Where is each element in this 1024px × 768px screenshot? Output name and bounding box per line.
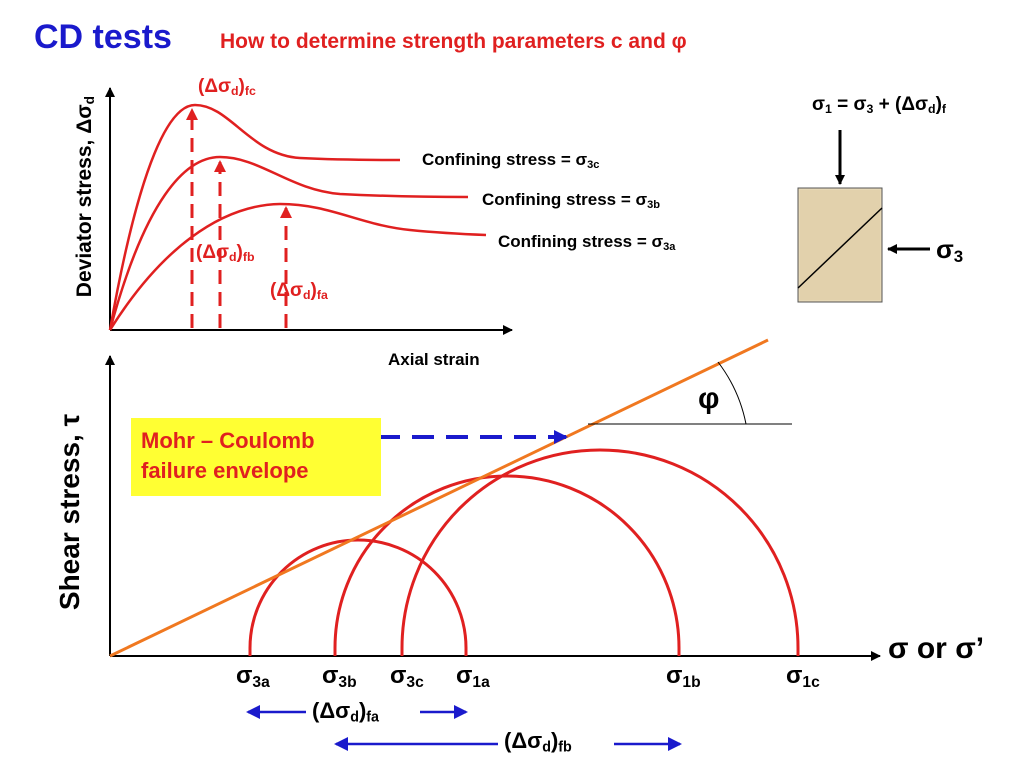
specimen-texture: [800, 190, 880, 300]
range-label-fa-sub: fa: [366, 709, 379, 726]
peak-label-fa: (Δσd)fa: [270, 280, 328, 302]
confining-stress-symbol: σ: [936, 234, 954, 264]
peak-label-fb-mid: d: [228, 250, 237, 265]
peak-label-fb-sub: fb: [242, 250, 255, 265]
range-label-fb-mid: d: [542, 739, 551, 756]
peak-label-fa-text: (Δσ: [270, 280, 303, 301]
failure-envelope-line: [109, 338, 769, 658]
mohr-circle-a: [248, 538, 468, 656]
eq-part-4: + (Δσ: [873, 94, 929, 115]
tick-sigma-1c-sub: 1c: [802, 673, 820, 691]
peak-label-fc-mid: d: [230, 84, 239, 99]
peak-label-fb: (Δσd)fb: [196, 242, 255, 264]
tick-sigma-3b-sub: 3b: [338, 673, 357, 691]
eq-part-6: ): [935, 94, 942, 115]
peak-label-fa-mid: d: [302, 288, 311, 303]
range-label-fb-close: ): [550, 728, 559, 753]
peak-label-fb-text: (Δσ: [196, 242, 229, 263]
peak-label-fc-text: (Δσ: [198, 76, 231, 97]
tick-sigma-3b: σ3b: [322, 662, 357, 692]
peak-label-fc-sub: fc: [244, 84, 256, 99]
eq-part-1: 1: [825, 102, 832, 117]
range-label-fb-sub: fb: [558, 739, 572, 756]
soil-specimen: [797, 187, 883, 303]
top-y-axis-label-sub: d: [82, 95, 98, 105]
curve-sigma-3b: [108, 155, 469, 331]
peak-label-fc-close: ): [238, 76, 245, 97]
tick-sigma-1c: σ1c: [786, 662, 820, 692]
failure-plane: [797, 207, 883, 289]
tick-sigma-3a: σ3a: [236, 662, 270, 692]
top-y-axis-label: Deviator stress, Δσd: [72, 96, 97, 298]
peak-label-fc: (Δσd)fc: [198, 76, 256, 98]
slide-title: CD tests: [34, 18, 172, 56]
tick-sigma-3a-sub: 3a: [252, 673, 270, 691]
curve-label-3c-sub: 3c: [587, 158, 600, 171]
curve-label-3a-sub: 3a: [663, 240, 676, 253]
tick-sigma-1b-sub: 1b: [682, 673, 701, 691]
eq-part-5: d: [928, 102, 936, 117]
range-label-fa: (Δσd)fa: [312, 698, 379, 726]
range-label-fa-text: (Δσ: [312, 698, 351, 723]
tick-sigma-1a-sym: σ: [456, 662, 473, 689]
curve-sigma-3a: [108, 202, 487, 331]
top-x-axis-label: Axial strain: [388, 350, 480, 369]
tick-sigma-1a: σ1a: [456, 662, 490, 692]
mohr-y-axis-label: Shear stress, τ: [54, 413, 85, 611]
eq-part-3: 3: [866, 102, 874, 117]
peak-label-fb-close: ): [236, 242, 243, 263]
tick-sigma-1b-sym: σ: [666, 662, 683, 689]
top-y-axis-label-text: Deviator stress, Δσ: [72, 104, 96, 298]
eq-part-2: = σ: [831, 94, 867, 115]
tick-sigma-3a-sym: σ: [236, 662, 253, 689]
tick-sigma-1b: σ1b: [666, 662, 701, 692]
range-label-fa-close: ): [358, 698, 367, 723]
mohr-x-axis-label: σ or σ’: [888, 632, 985, 665]
curve-label-3a-text: Confining stress = σ: [498, 232, 664, 251]
tick-sigma-1a-sub: 1a: [472, 673, 490, 691]
eq-part-0: σ: [812, 94, 825, 115]
curve-label-3a: Confining stress = σ3a: [498, 232, 675, 253]
confining-stress-label: σ3: [936, 234, 963, 267]
eq-part-7: f: [941, 102, 947, 117]
curve-label-3c-text: Confining stress = σ: [422, 150, 588, 169]
curve-sigma-3c: [108, 103, 401, 331]
mohr-circle-c: [400, 448, 800, 656]
curve-label-3b-sub: 3b: [647, 198, 661, 211]
peak-label-fa-close: ): [310, 280, 317, 301]
tick-sigma-1c-sym: σ: [786, 662, 803, 689]
slide-subtitle: How to determine strength parameters c a…: [220, 30, 687, 53]
tick-sigma-3c-sym: σ: [390, 662, 407, 689]
principal-stress-equation: σ1 = σ3 + (Δσd)f: [812, 94, 946, 116]
confining-stress-sub: 3: [953, 247, 964, 267]
range-label-fb-text: (Δσ: [504, 728, 543, 753]
curve-label-3b: Confining stress = σ3b: [482, 190, 660, 211]
curve-label-3c: Confining stress = σ3c: [422, 150, 599, 171]
range-label-fb: (Δσd)fb: [504, 728, 572, 756]
mohr-circle-b: [333, 474, 681, 656]
angle-arc: [717, 361, 747, 425]
range-label-fa-mid: d: [350, 709, 359, 726]
envelope-label-box: Mohr – Coulomb failure envelope: [131, 418, 381, 496]
peak-label-fa-sub: fa: [316, 288, 328, 303]
tick-sigma-3b-sym: σ: [322, 662, 339, 689]
tick-sigma-3c-sub: 3c: [406, 673, 424, 691]
curve-label-3b-text: Confining stress = σ: [482, 190, 648, 209]
tick-sigma-3c: σ3c: [390, 662, 424, 692]
angle-phi-label: φ: [698, 382, 720, 415]
